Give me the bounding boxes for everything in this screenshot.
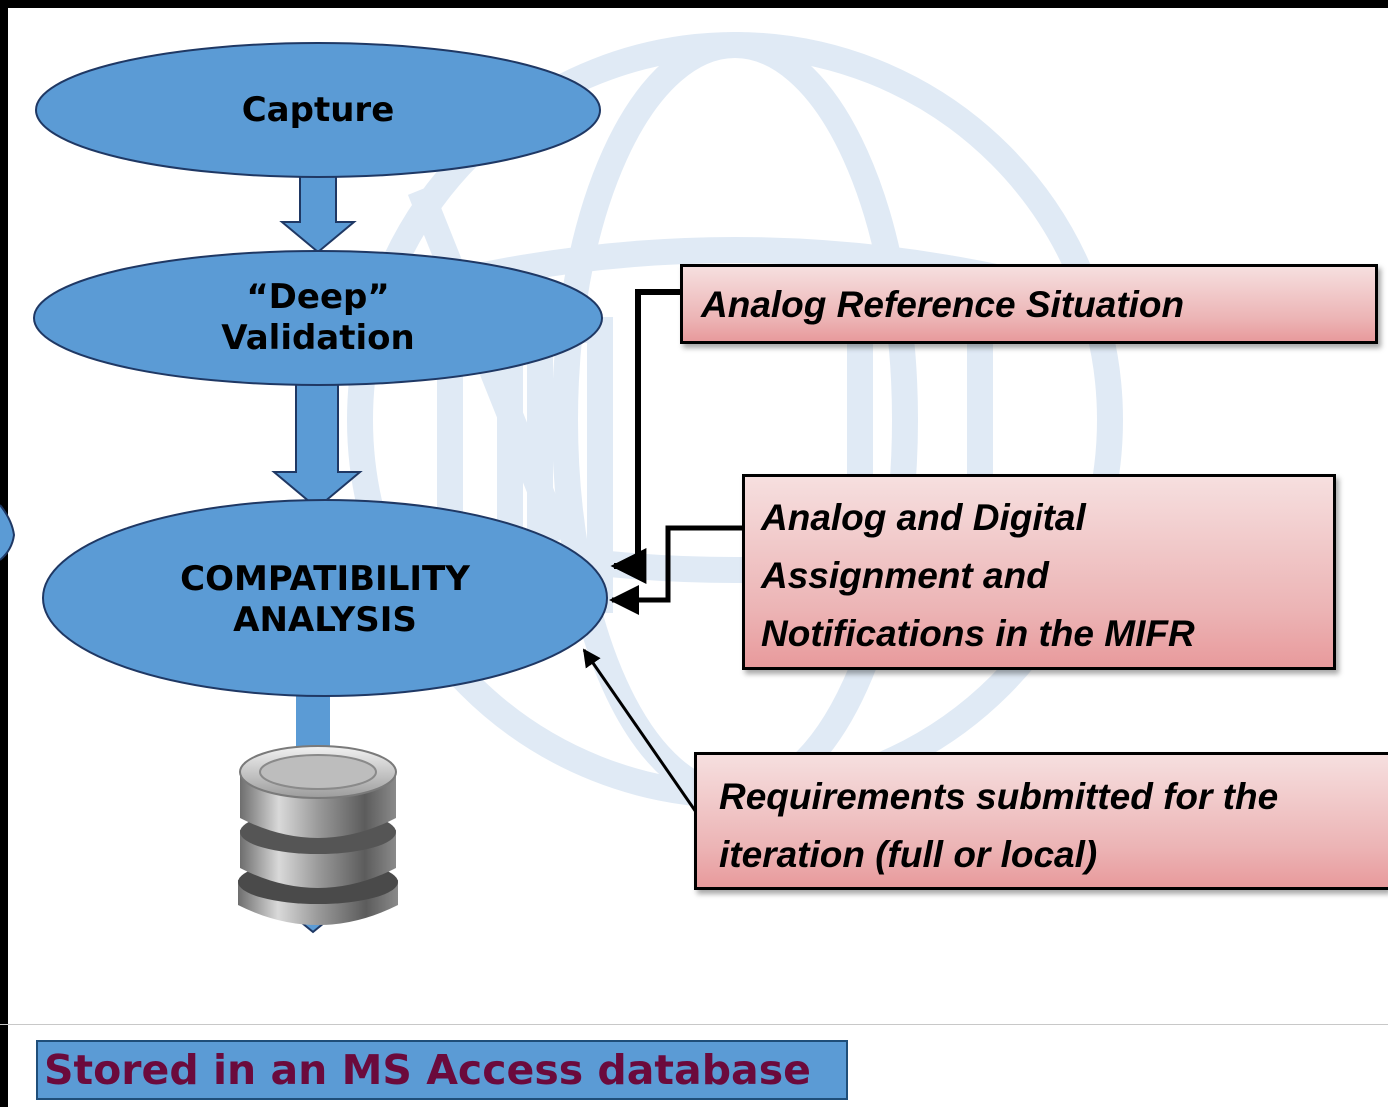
assignments-notifications-box: Analog and Digital Assignment and Notifi… — [742, 474, 1336, 670]
requirements-box: Requirements submitted for the iteration… — [694, 752, 1388, 890]
connector-requirements-to-compatibility — [582, 648, 698, 813]
connector-assignments-to-compatibility — [609, 525, 744, 615]
assignments-line1: Analog and Digital — [761, 497, 1086, 538]
reference-situation-box: Analog Reference Situation — [680, 264, 1378, 344]
requirements-line2: iteration (full or local) — [719, 834, 1098, 875]
capture-label-text: Capture — [241, 89, 395, 130]
arrow-validation-to-compatibility — [271, 379, 363, 510]
capture-label: Capture — [36, 80, 600, 140]
reference-situation-text: Analog Reference Situation — [701, 284, 1185, 325]
deep-validation-node — [33, 250, 603, 386]
compatibility-label-line2: ANALYSIS — [233, 600, 417, 640]
compatibility-analysis-label: COMPATIBILITY ANALYSIS — [43, 552, 607, 648]
connector-reference-to-compatibility — [610, 289, 680, 584]
deep-validation-label: “Deep” Validation — [34, 270, 602, 366]
capture-node — [35, 42, 601, 178]
left-edge-ellipse-fragment — [0, 504, 16, 561]
compatibility-analysis-node — [42, 499, 608, 697]
storage-output-text: Stored in an MS Access database — [44, 1046, 811, 1094]
assignments-line3: Notifications in the MIFR — [761, 613, 1195, 654]
database-cylinder-icon — [238, 745, 398, 925]
assignments-line2: Assignment and — [761, 555, 1049, 596]
compatibility-label-line1: COMPATIBILITY — [180, 559, 470, 600]
requirements-line1: Requirements submitted for the — [719, 776, 1279, 817]
deep-validation-label-line1: “Deep” — [246, 277, 390, 318]
arrow-capture-to-validation — [279, 171, 357, 254]
divider-line — [0, 1024, 1388, 1025]
deep-validation-label-line2: Validation — [221, 318, 415, 358]
storage-output-box: Stored in an MS Access database — [36, 1040, 848, 1100]
